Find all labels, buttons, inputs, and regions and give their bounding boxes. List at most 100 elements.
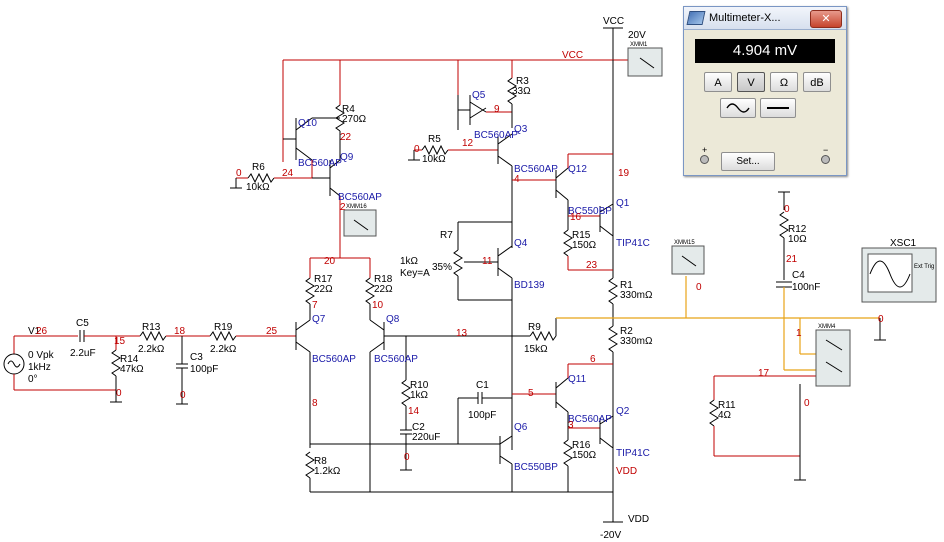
db-mode-button[interactable]: dB xyxy=(803,72,831,92)
minus-terminal-label: − xyxy=(823,145,829,155)
c2-ref: C2 xyxy=(412,422,425,433)
xsc1-oscilloscope[interactable] xyxy=(861,247,937,303)
net-13: 13 xyxy=(456,328,468,339)
xmm4-instrument[interactable] xyxy=(815,329,851,387)
net-19: 19 xyxy=(618,168,630,179)
net-20: 20 xyxy=(324,256,336,267)
net-0-r6: 0 xyxy=(236,168,242,179)
q5-model: BC560AP xyxy=(474,130,518,141)
r6-value: 10kΩ xyxy=(246,182,270,193)
r13-ref: R13 xyxy=(142,322,161,333)
r8-value: 1.2kΩ xyxy=(314,466,341,477)
net-0-xmm15: 0 xyxy=(696,282,702,293)
r11-ref: R11 xyxy=(718,400,736,411)
r18-value: 22Ω xyxy=(374,284,393,295)
vas-stage xyxy=(408,77,517,492)
r14-ref: R14 xyxy=(120,354,139,365)
c5-ref: C5 xyxy=(76,318,89,329)
r15-ref: R15 xyxy=(572,230,591,241)
r2-ref: R2 xyxy=(620,326,633,337)
v1-amplitude: 0 Vpk xyxy=(28,350,55,361)
load-network xyxy=(685,191,886,481)
net-0-r12: 0 xyxy=(784,204,790,215)
vcc-rail xyxy=(282,27,640,278)
net-9: 9 xyxy=(494,104,500,115)
q10-model: BC560AP xyxy=(298,158,342,169)
q12-ref: Q12 xyxy=(568,164,587,175)
c5-value: 2.2uF xyxy=(70,348,96,359)
q6-model: BC550BP xyxy=(514,462,558,473)
plus-jack-icon[interactable] xyxy=(700,155,709,164)
net-3: 3 xyxy=(568,420,574,431)
ohm-mode-button[interactable]: Ω xyxy=(770,72,798,92)
multimeter-titlebar[interactable]: Multimeter-X... ✕ xyxy=(684,7,846,30)
xmm16-instrument[interactable] xyxy=(343,209,377,237)
c4-value: 100nF xyxy=(792,282,820,293)
q12-model: BC550BP xyxy=(568,206,612,217)
net-18: 18 xyxy=(174,326,186,337)
net-12: 12 xyxy=(462,138,474,149)
q3-ref: Q3 xyxy=(514,124,528,135)
r19-ref: R19 xyxy=(214,322,233,333)
r14-value: 47kΩ xyxy=(120,364,144,375)
r7-percent: 35% xyxy=(432,262,452,273)
q1-ref: Q1 xyxy=(616,198,630,209)
net-24: 24 xyxy=(282,168,294,179)
minus-jack-icon[interactable] xyxy=(821,155,830,164)
r9-ref: R9 xyxy=(528,322,541,333)
net-0-xmm4: 0 xyxy=(804,398,810,409)
r4-ref: R4 xyxy=(342,104,355,115)
net-1: 1 xyxy=(796,328,802,339)
r3-ref: R3 xyxy=(516,76,529,87)
q10-q9-stage xyxy=(230,104,345,258)
vcc-top-label: VCC xyxy=(603,16,624,27)
q2-ref: Q2 xyxy=(616,406,630,417)
vdd-rail xyxy=(310,380,623,523)
net-17: 17 xyxy=(758,368,770,379)
multimeter-window[interactable]: Multimeter-X... ✕ 4.904 mV A V Ω dB + − … xyxy=(683,6,847,176)
dc-mode-button[interactable] xyxy=(760,98,796,118)
r19-value: 2.2kΩ xyxy=(210,344,237,355)
xsc1-ext-trig: Ext Trig xyxy=(914,264,934,270)
net-14: 14 xyxy=(408,406,420,417)
net-0-c2: 0 xyxy=(404,452,410,463)
volt-mode-button[interactable]: V xyxy=(737,72,765,92)
xmm15-instrument[interactable] xyxy=(671,245,705,275)
sine-wave-icon xyxy=(726,103,750,113)
c1-value: 100pF xyxy=(468,410,496,421)
q10-ref: Q10 xyxy=(298,118,317,129)
net-4: 4 xyxy=(514,174,520,185)
q3-model: BC560AP xyxy=(514,164,558,175)
r12-value: 10Ω xyxy=(788,234,807,245)
net-16: 16 xyxy=(570,212,582,223)
set-button[interactable]: Set... xyxy=(721,152,775,171)
xmm1-instrument[interactable] xyxy=(627,47,663,77)
r17-ref: R17 xyxy=(314,274,333,285)
vdd-bottom-label: VDD xyxy=(628,514,649,525)
c1-ref: C1 xyxy=(476,380,489,391)
net-23: 23 xyxy=(586,260,598,271)
net-11: 11 xyxy=(482,256,493,267)
q7-model: BC560AP xyxy=(312,354,356,365)
multimeter-reading: 4.904 mV xyxy=(695,39,835,63)
xmm1-label: XMM1 xyxy=(630,42,648,48)
net-25: 25 xyxy=(266,326,278,337)
r16-ref: R16 xyxy=(572,440,591,451)
r7-value: 1kΩ xyxy=(400,256,419,267)
net-8: 8 xyxy=(312,398,318,409)
q8-model: BC560AP xyxy=(374,354,418,365)
q8-ref: Q8 xyxy=(386,314,400,325)
xmm16-label: XMM16 xyxy=(346,204,367,210)
r18-ref: R18 xyxy=(374,274,393,285)
q2-model: TIP41C xyxy=(616,448,650,459)
q11-ref: Q11 xyxy=(568,374,587,385)
q9-model: BC560AP xyxy=(338,192,382,203)
q7-ref: Q7 xyxy=(312,314,326,325)
ac-mode-button[interactable] xyxy=(720,98,756,118)
r10-value: 1kΩ xyxy=(410,390,429,401)
net-26: 26 xyxy=(36,326,48,337)
close-button[interactable]: ✕ xyxy=(810,10,842,28)
r7-key: Key=A xyxy=(400,268,430,279)
ampere-mode-button[interactable]: A xyxy=(704,72,732,92)
